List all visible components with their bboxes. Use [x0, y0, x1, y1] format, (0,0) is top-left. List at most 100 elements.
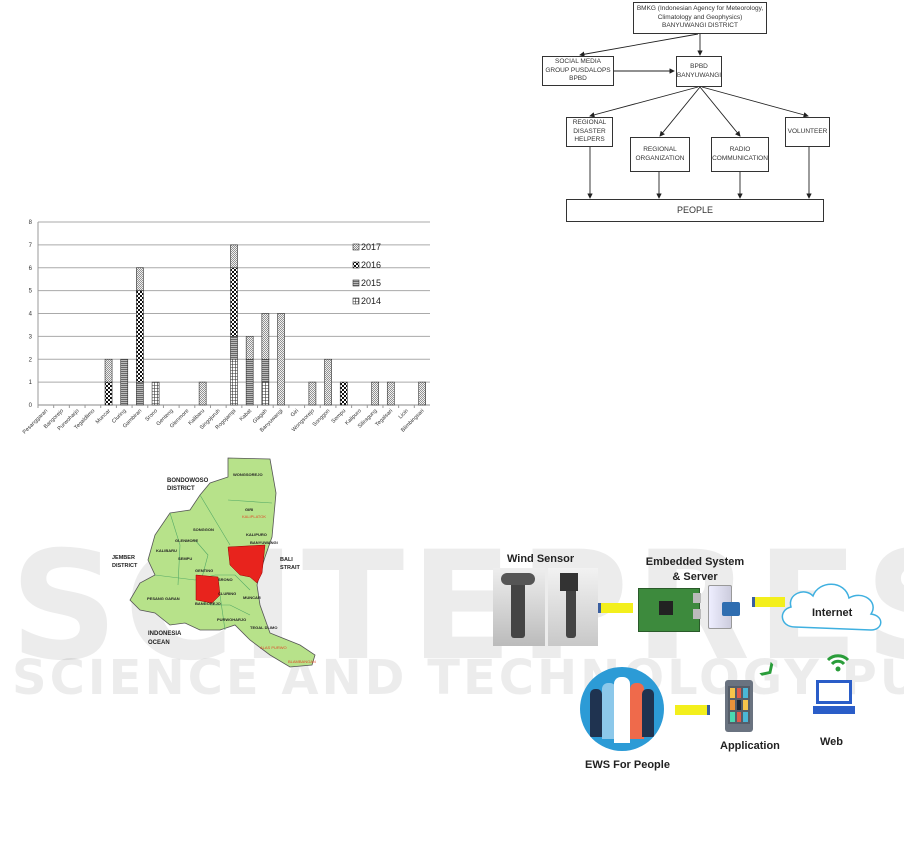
- district-label: KALIPURO: [246, 532, 267, 537]
- arrow-bpbd-org: [659, 86, 701, 137]
- district-label: GENTING: [195, 568, 214, 573]
- legend-swatch-2014: [352, 297, 360, 305]
- x-tick-label: Muncar: [95, 408, 112, 425]
- bar-segment-2017: [324, 358, 332, 406]
- district-label-red: ALAS PURWO: [260, 645, 287, 650]
- x-tick-label: Licin: [398, 408, 410, 420]
- chart-canvas: 012345678PesanggaranBangorejoPurwoharjoT…: [22, 220, 430, 436]
- bar-segment-2016: [136, 290, 144, 383]
- flowchart-arrows: [579, 33, 812, 199]
- bar-segment-2017: [277, 313, 285, 406]
- y-tick-label: 1: [29, 380, 33, 386]
- bar-segment-2014: [151, 381, 160, 406]
- y-tick-label: 7: [29, 243, 33, 249]
- arrow-server-to-internet: [752, 597, 785, 607]
- bar-segment-2014: [230, 358, 238, 406]
- box-radio-communication: RADIO COMMUNICATION: [711, 137, 769, 172]
- legend-swatch-2017: [352, 243, 360, 251]
- district-label: TEGAL DLIMO: [250, 625, 278, 630]
- district-label: SONGGON: [193, 527, 214, 532]
- x-tick-label: Tegalsari: [374, 408, 394, 428]
- bar-segment-2016: [230, 267, 238, 337]
- embedded-system-label: Embedded System & Server: [645, 555, 745, 585]
- smartphone-icon: [725, 680, 753, 732]
- map-shape: [129, 457, 316, 668]
- map-highlight-kabat: [227, 544, 266, 584]
- bar-segment-2017: [230, 244, 238, 269]
- bar-segment-2015: [120, 358, 129, 406]
- district-label: GLENMORE: [175, 538, 199, 543]
- district-label: SRONO: [218, 577, 233, 582]
- district-label: KALIBARU: [156, 548, 177, 553]
- district-label: BANGOREJO: [195, 601, 221, 606]
- bar-segment-2017: [371, 381, 379, 406]
- box-regional-disaster-helpers: REGIONAL DISASTER HELPERS: [566, 117, 613, 147]
- bar-segment-2016: [104, 381, 113, 406]
- y-tick-label: 6: [29, 266, 33, 272]
- computer-icon: [813, 680, 855, 716]
- legend-swatch-2016: [352, 261, 360, 269]
- y-tick-label: 2: [29, 357, 33, 363]
- bar-segment-2015: [261, 358, 270, 383]
- embedded-system-text: Embedded System: [645, 556, 745, 568]
- wind-vane-photo: [548, 568, 598, 646]
- y-tick-label: 0: [29, 403, 33, 409]
- district-label: GIRI: [245, 507, 254, 512]
- district-label: BANYUWANGI: [250, 540, 278, 545]
- wifi-icon-web: [825, 648, 851, 674]
- arrow-bpbd-radio: [699, 86, 741, 137]
- box-bmkg: BMKG (Indonesian Agency for Meteorology,…: [633, 2, 767, 34]
- arrow-sensor-to-board: [598, 603, 633, 613]
- y-tick-label: 4: [29, 312, 33, 318]
- bar-segment-2015: [136, 381, 144, 406]
- district-label: MUNCAR: [243, 595, 261, 600]
- bar-segment-2014: [261, 381, 270, 406]
- bar-segment-2015: [230, 336, 238, 360]
- wifi-icon-app: ❯: [757, 659, 780, 682]
- bar-segment-2017: [198, 381, 207, 406]
- box-regional-organization: REGIONAL ORGANIZATION: [630, 137, 690, 172]
- district-label: PESANG GARAN: [147, 596, 180, 601]
- arrow-app-to-people: [675, 705, 710, 715]
- box-bpbd: BPBD BANYUWANGI: [676, 56, 722, 87]
- raspberry-pi-board: [638, 588, 701, 632]
- bar-segment-2016: [339, 381, 348, 406]
- box-social-media: SOCIAL MEDIA GROUP PUSDALOPS BPBD: [542, 56, 614, 86]
- district-label: PURWOHARJO: [217, 617, 247, 622]
- legend-label-2015: 2015: [361, 278, 381, 288]
- box-people: PEOPLE: [566, 199, 824, 222]
- anemometer-photo: [493, 568, 545, 646]
- ews-for-people-label: EWS For People: [585, 759, 670, 771]
- arrow-bpbd-volunteer: [701, 86, 809, 118]
- x-tick-label: Pesanggaran: [22, 408, 49, 435]
- arrow-bmkg-social: [579, 33, 699, 57]
- district-label: CLURING: [218, 591, 237, 596]
- bar-segment-2015: [245, 358, 254, 406]
- bar-segment-2017: [245, 336, 254, 360]
- dissemination-flowchart: BMKG (Indonesian Agency for Meteorology,…: [530, 0, 840, 230]
- application-label: Application: [720, 740, 780, 752]
- ews-architecture-diagram: Wind Sensor Embedded System & Server Int…: [480, 540, 900, 780]
- y-tick-label: 3: [29, 334, 33, 340]
- x-tick-label: Giri: [290, 408, 300, 418]
- district-label-red: BLAMBANGAN: [288, 659, 316, 664]
- bar-segment-2017: [386, 381, 395, 406]
- bar-segment-2017: [104, 358, 113, 383]
- x-tick-label: Songgon: [312, 408, 332, 428]
- folder-icon: [722, 602, 740, 616]
- people-group-icon: [580, 667, 664, 751]
- legend-label-2014: 2014: [361, 296, 381, 306]
- internet-label: Internet: [812, 607, 853, 619]
- legend-label-2017: 2017: [361, 242, 381, 252]
- map-highlight-rogojampi: [195, 574, 221, 604]
- bar-segment-2017: [308, 381, 317, 406]
- arrow-bpbd-regional: [589, 86, 699, 118]
- legend-label-2016: 2016: [361, 260, 381, 270]
- bar-segment-2017: [261, 313, 270, 360]
